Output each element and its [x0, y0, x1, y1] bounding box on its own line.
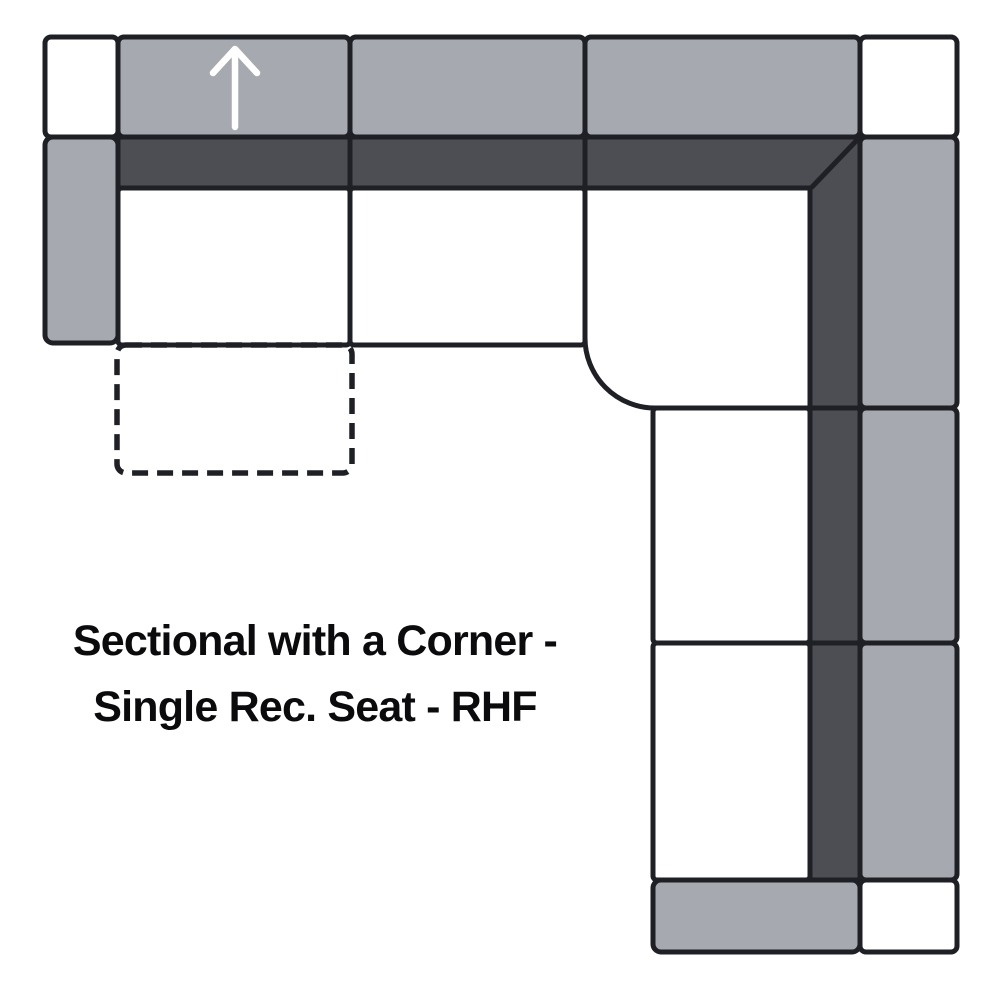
left-arm-unit — [42, 34, 121, 346]
right-back-cushion-2 — [857, 405, 960, 646]
up-arrow-icon — [209, 45, 261, 131]
left-arm-panel — [42, 134, 121, 346]
seat-cushion-2 — [347, 185, 588, 348]
seat-module-2 — [347, 34, 588, 348]
left-arm-top-panel — [42, 34, 121, 140]
caption-line-1: Sectional with a Corner - — [72, 617, 558, 665]
bottom-arm-panel — [650, 877, 863, 955]
bottom-arm-unit — [650, 877, 960, 955]
back-cushion-2 — [347, 34, 588, 140]
diagram-caption: Sectional with a Corner - Single Rec. Se… — [15, 608, 615, 740]
corner-back-cushion — [582, 34, 863, 140]
corner-top-right-panel — [857, 34, 960, 140]
corner-rail-miter-line — [809, 136, 861, 190]
seat-module-4 — [650, 640, 863, 883]
seat-module-3 — [650, 405, 863, 646]
corner-seat — [582, 185, 813, 411]
recliner-footprint-outline — [114, 342, 355, 476]
right-back-cushion-3 — [857, 640, 960, 883]
back-rail-3 — [807, 405, 863, 646]
seat-cushion-4 — [650, 640, 813, 883]
bottom-right-arm-panel — [857, 877, 960, 955]
seat-cushion-3 — [650, 405, 813, 646]
right-back-column — [857, 134, 960, 883]
back-rail-1 — [115, 134, 353, 191]
seat-cushion-1 — [115, 185, 353, 348]
back-rail-4 — [807, 640, 863, 883]
back-rail-2 — [347, 134, 588, 191]
corner-unit — [582, 34, 960, 411]
right-back-cushion-1 — [857, 134, 960, 411]
caption-line-2: Single Rec. Seat - RHF — [93, 683, 537, 731]
